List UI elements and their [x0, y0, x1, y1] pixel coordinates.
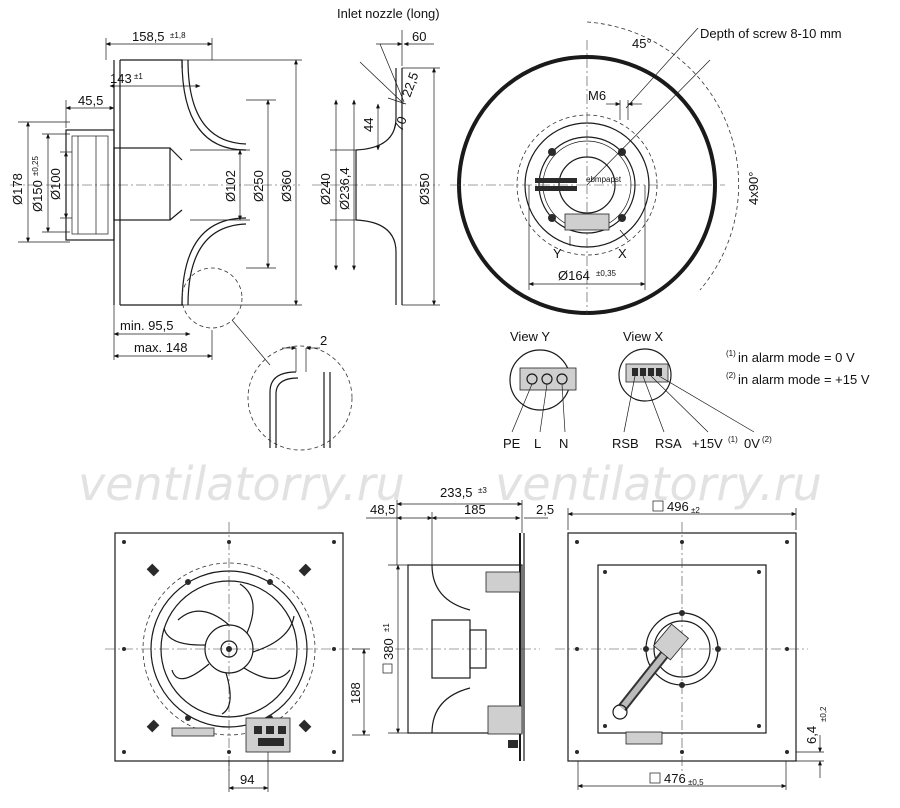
- dim-380: 380: [381, 638, 396, 660]
- label-rsb: RSB: [612, 436, 639, 451]
- dim-45-5: 45,5: [78, 93, 103, 108]
- dim-6-4-tol: ±0,2: [819, 706, 828, 722]
- dim-detail-2: 2: [320, 333, 327, 348]
- dim-d240: Ø240: [318, 173, 333, 205]
- brand-label: ebmpapst: [586, 175, 622, 184]
- dim-d100: Ø100: [48, 168, 63, 200]
- dim-158-5: 158,5: [132, 29, 165, 44]
- label-view-x-marker: X: [618, 246, 627, 261]
- dim-94: 94: [240, 772, 254, 787]
- dim-d150: Ø150: [30, 180, 45, 212]
- dim-143: 143: [110, 71, 132, 86]
- label-0v-sup: (2): [762, 435, 772, 444]
- dim-d150-tol: ±0,25: [31, 155, 40, 176]
- watermark-right: ventilatorry.ru: [495, 457, 822, 511]
- note-1-text: in alarm mode = 0 V: [738, 350, 855, 365]
- dim-d350: Ø350: [417, 173, 432, 205]
- plate-front-view: [105, 522, 370, 792]
- title-view-x: View X: [623, 329, 664, 344]
- dim-233-5-tol: ±3: [478, 486, 487, 495]
- dim-2-5: 2,5: [536, 502, 554, 517]
- dim-188: 188: [348, 682, 363, 704]
- plate-back-view: [555, 508, 824, 790]
- dim-min-95-5: min. 95,5: [120, 318, 173, 333]
- dim-4x90-deg: 4x90°: [746, 172, 761, 205]
- view-y-connector: [509, 349, 577, 433]
- plate-side-view: [366, 500, 548, 761]
- note-1-sup: (1): [726, 349, 736, 358]
- dim-185: 185: [464, 502, 486, 517]
- dim-d164: Ø164: [558, 268, 590, 283]
- dim-6-4: 6,4: [804, 726, 819, 744]
- label-plus15v-sup: (1): [728, 435, 738, 444]
- title-depth-of-screw: Depth of screw 8-10 mm: [700, 26, 842, 41]
- front-circle-view: [450, 21, 740, 315]
- dim-44: 44: [361, 118, 376, 132]
- label-view-y-marker: Y: [553, 246, 562, 261]
- dim-496-tol: ±2: [691, 506, 700, 515]
- dim-60: 60: [412, 29, 426, 44]
- dim-d164-tol: ±0,35: [596, 269, 617, 278]
- label-n: N: [559, 436, 568, 451]
- dim-380-tol: ±1: [382, 623, 391, 632]
- side-view: [10, 38, 302, 366]
- dim-d178: Ø178: [10, 173, 25, 205]
- dim-max-148: max. 148: [134, 340, 187, 355]
- dim-143-tol: ±1: [134, 72, 143, 81]
- dim-158-5-tol: ±1,8: [170, 31, 186, 40]
- nozzle-view: [312, 30, 440, 306]
- label-pe: PE: [503, 436, 521, 451]
- dim-496: 496: [667, 499, 689, 514]
- note-2-text: in alarm mode = +15 V: [738, 372, 870, 387]
- note-2-sup: (2): [726, 371, 736, 380]
- title-inlet-nozzle: Inlet nozzle (long): [337, 6, 440, 21]
- dim-70: 70: [391, 114, 410, 133]
- dim-233-5: 233,5: [440, 485, 473, 500]
- label-l: L: [534, 436, 541, 451]
- square-symbol-476: [649, 772, 661, 784]
- dim-45-deg: 45°: [632, 36, 652, 51]
- dim-48-5: 48,5: [370, 502, 395, 517]
- dim-d250: Ø250: [251, 170, 266, 202]
- dim-d236-4: Ø236,4: [337, 167, 352, 210]
- label-0v: 0V: [744, 436, 760, 451]
- dim-476-tol: ±0,5: [688, 778, 704, 787]
- label-plus15v: +15V: [692, 436, 723, 451]
- square-symbol-380: [382, 663, 393, 674]
- square-symbol-496: [652, 500, 664, 512]
- dim-d360: Ø360: [279, 170, 294, 202]
- label-rsa: RSA: [655, 436, 682, 451]
- watermark-left: ventilatorry.ru: [78, 457, 405, 511]
- dim-476: 476: [664, 771, 686, 786]
- view-x-connector: [618, 348, 755, 433]
- title-view-y: View Y: [510, 329, 550, 344]
- dim-d102: Ø102: [223, 170, 238, 202]
- detail-view: [247, 345, 353, 451]
- dim-m6: M6: [588, 88, 606, 103]
